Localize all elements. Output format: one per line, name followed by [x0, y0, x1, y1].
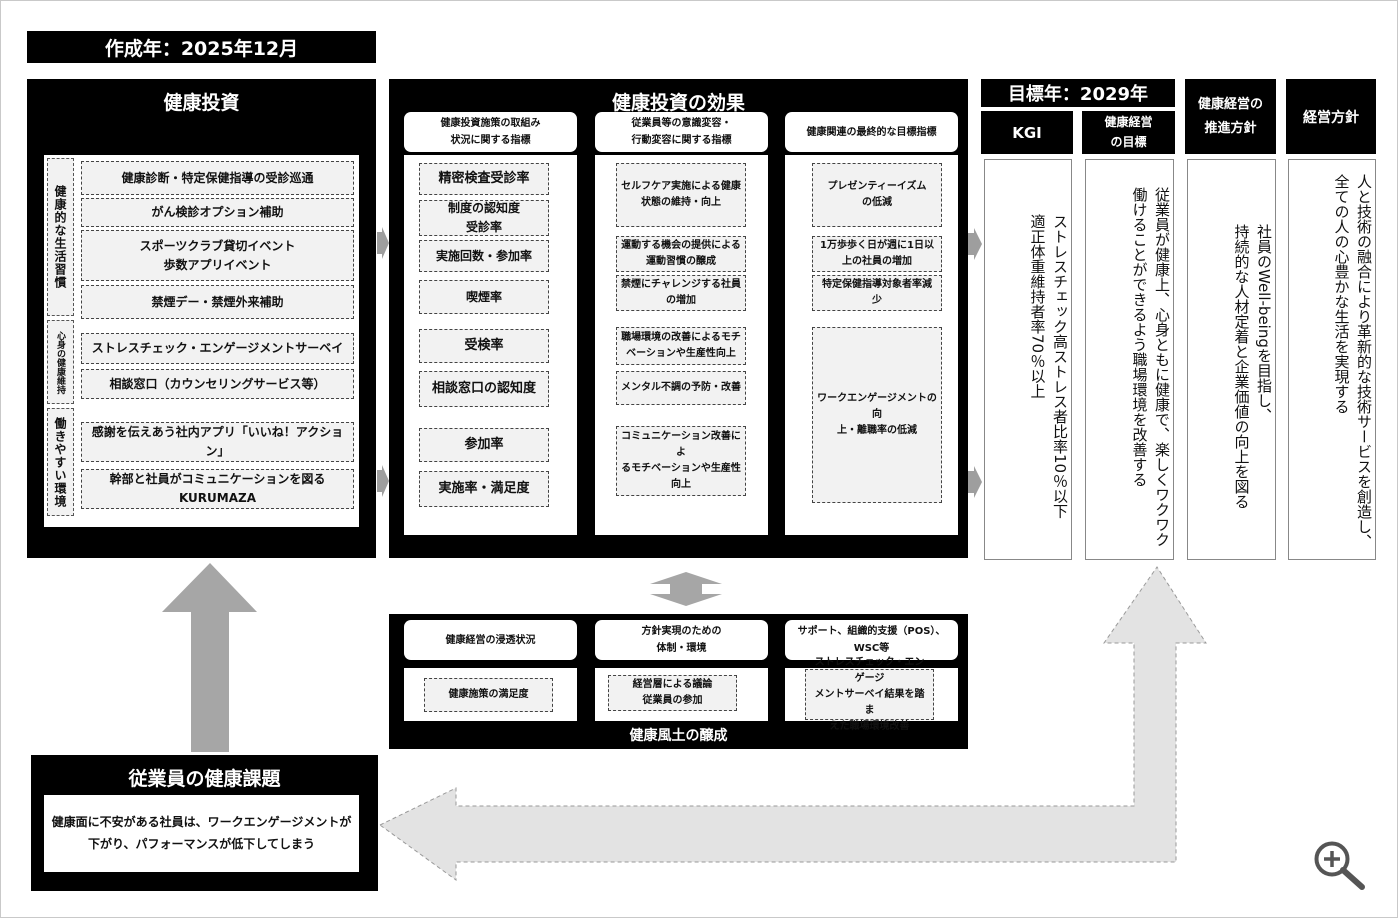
effects-col2-item: 運動する機会の提供による 運動習慣の醸成: [616, 236, 746, 272]
investment-item: がん検診オプション補助: [81, 198, 354, 227]
created-year-label: 作成年：2025年12月: [27, 31, 376, 63]
effects-col1-item: 精密検査受診率: [419, 163, 549, 195]
effects-col3-item: 特定保健指導対象者率減 少: [812, 275, 942, 311]
category-work-environment: 働きやすい環境: [47, 408, 74, 516]
effects-col1-item: 実施回数・参加率: [419, 240, 549, 272]
effects-col1-item: 喫煙率: [419, 280, 549, 314]
culture-header: 方針実現のための 体制・環境: [595, 620, 768, 660]
double-arrow: [650, 572, 722, 606]
mgmt-goal-text: 従業員が健康上、心身ともに健康で、楽しくワクワク 働けることができるよう職場環境…: [1085, 159, 1174, 560]
culture-item: 健康施策の満足度: [424, 678, 553, 712]
up-arrow: [162, 563, 257, 752]
promotion-text: 社員のWell-beingを目指し、 持続的な人材定着と企業価値の向上を図る: [1187, 159, 1276, 560]
effects-col2-header: 従業員等の意識変容・ 行動変容に関する指標: [595, 112, 768, 152]
target-year-label: 目標年：2029年: [981, 79, 1175, 107]
zoom-in-icon[interactable]: [1310, 838, 1368, 894]
elbow-arrow: [379, 566, 1207, 881]
effects-col2-item: 禁煙にチャレンジする社員 の増加: [616, 275, 746, 311]
culture-header: 健康経営の浸透状況: [404, 620, 577, 660]
small-arrow-4: [968, 466, 982, 498]
effects-col1-item: 相談窓口の認知度: [419, 371, 549, 407]
issues-title: 従業員の健康課題: [128, 768, 281, 790]
investment-item: ストレスチェック・エンゲージメントサーベイ: [81, 333, 354, 364]
effects-col1-header: 健康投資施策の取組み 状況に関する指標: [404, 112, 577, 152]
investment-item: 健康診断・特定保健指導の受診巡通: [81, 161, 354, 195]
effects-col3-header: 健康関連の最終的な目標指標: [785, 112, 958, 152]
policy-header: 経営方針: [1286, 79, 1376, 154]
kgi-text: ストレスチェック高ストレス者比率10％以下 適正体重維持者率70％以上: [984, 159, 1072, 560]
investment-item: 感謝を伝えあう社内アプリ「いいね！アクション」: [81, 422, 354, 462]
effects-col1-item: 参加率: [419, 428, 549, 462]
small-arrow-2: [377, 465, 389, 497]
effects-col2-item: コミュニケーション改善によ るモチベーションや生産性 向上: [616, 426, 746, 496]
effects-col3-item: プレゼンティーイズム の低減: [812, 163, 942, 227]
category-healthy-habits: 健康的な生活習慣: [47, 158, 74, 316]
effects-col2-item: 職場環境の改善によるモチ ベーションや生産性向上: [616, 327, 746, 365]
culture-item: 経営層による議論 従業員の参加: [608, 675, 737, 711]
effects-title: 健康投資の効果: [611, 92, 745, 114]
effects-col1-item: 制度の認知度 受診率: [419, 200, 549, 236]
culture-title: 健康風土の醸成: [629, 728, 728, 744]
effects-col3-item: ワークエンゲージメントの向 上・離職率の低減: [812, 327, 942, 503]
culture-item: ストレスチェック・エンゲージ メントサーベイ結果を踏ま えた職場環境改善: [805, 657, 934, 732]
investment-item: スポーツクラブ貸切イベント 歩数アプリイベント: [81, 230, 354, 281]
issues-text: 健康面に不安がある社員は、ワークエンゲージメントが 下がり、パフォーマンスが低下…: [44, 795, 359, 872]
effects-col3-item: 1万歩歩く日が週に1日以 上の社員の増加: [812, 236, 942, 272]
culture-header: サポート、組織的支援（POS）、 WSC等: [785, 620, 958, 660]
investment-item: 幹部と社員がコミュニケーションを図る KURUMAZA: [81, 469, 354, 509]
small-arrow-3: [968, 228, 982, 260]
policy-text: 人と技術の融合により革新的な技術サービスを創造し、 全ての人の心豊かな生活を実現…: [1288, 159, 1376, 560]
investment-title: 健康投資: [163, 92, 240, 114]
small-arrow-1: [377, 227, 389, 259]
kgi-header: KGI: [981, 111, 1073, 154]
effects-col2-item: セルフケア実施による健康 状態の維持・向上: [616, 163, 746, 227]
investment-item: 禁煙デー・禁煙外来補助: [81, 285, 354, 319]
effects-col1-item: 実施率・満足度: [419, 471, 549, 507]
effects-col2-item: メンタル不調の予防・改善: [616, 371, 746, 405]
mgmt-goal-header: 健康経営 の目標: [1082, 111, 1175, 154]
category-mental-physical: 心身の健康維持: [47, 320, 74, 404]
promotion-header: 健康経営の 推進方針: [1185, 79, 1276, 154]
investment-item: 相談窓口（カウンセリングサービス等）: [81, 369, 354, 399]
effects-col1-item: 受検率: [419, 329, 549, 363]
